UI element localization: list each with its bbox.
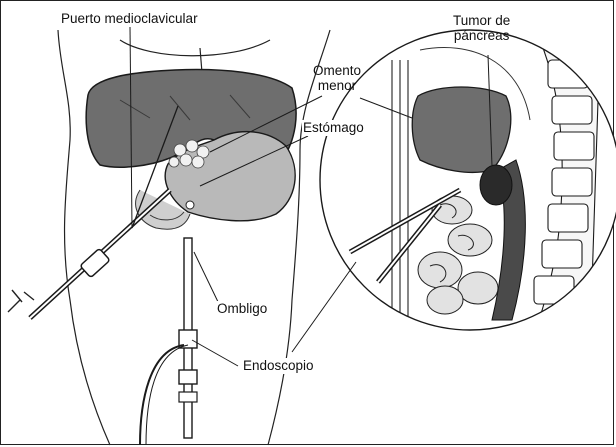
umbilicus	[186, 201, 194, 209]
pancreatic-tumor	[480, 165, 512, 205]
label-omento-menor: Omento menor	[312, 63, 362, 93]
label-puerto-medioclavicular: Puerto medioclavicular	[60, 11, 199, 27]
label-estomago: Estómago	[302, 120, 365, 136]
endoscope-trocar	[140, 238, 197, 445]
label-ombligo: Ombligo	[216, 301, 268, 317]
inset-view	[318, 30, 616, 345]
label-tumor-de-pancreas: Tumor de páncreas	[452, 13, 511, 43]
label-endoscopio: Endoscopio	[242, 358, 315, 374]
